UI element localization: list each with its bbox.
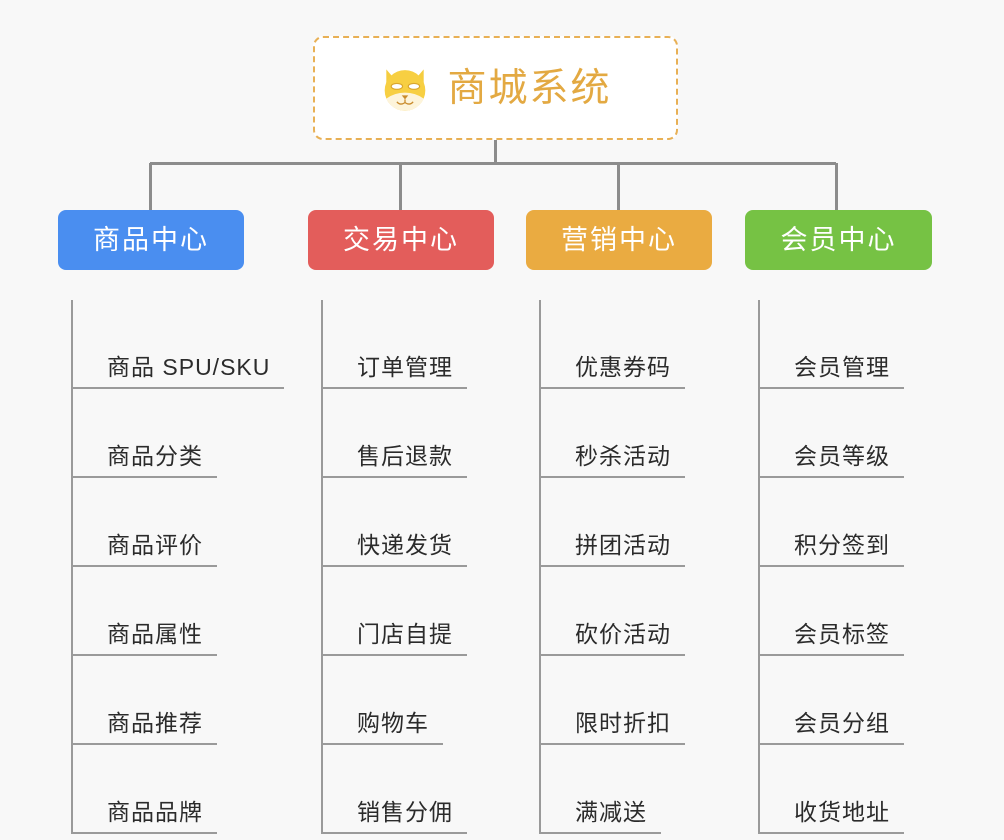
leaf-item[interactable]: 销售分佣 [323,745,530,834]
category-box-商品中心[interactable]: 商品中心 [58,210,244,270]
category-column-会员中心: 会员中心 会员管理 会员等级 积分签到 会员标签 会员分组 收货地址 [745,210,957,834]
leaf-item[interactable]: 收货地址 [760,745,957,834]
leaf-label: 秒杀活动 [541,445,685,478]
leaf-item[interactable]: 商品分类 [73,389,290,478]
category-label: 营销中心 [561,224,677,255]
category-box-交易中心[interactable]: 交易中心 [308,210,494,270]
leaf-label: 售后退款 [323,445,467,478]
leaf-label: 满减送 [541,801,661,834]
root-title: 商城系统 [447,66,612,110]
leaf-item[interactable]: 满减送 [541,745,738,834]
leaf-list-会员中心: 会员管理 会员等级 积分签到 会员标签 会员分组 收货地址 [758,300,957,834]
leaf-item[interactable]: 会员等级 [760,389,957,478]
category-label: 交易中心 [343,224,459,255]
category-label: 会员中心 [780,224,897,255]
leaf-label: 拼团活动 [541,534,685,567]
leaf-label: 商品属性 [73,623,217,656]
leaf-label: 限时折扣 [541,712,685,745]
leaf-item[interactable]: 商品属性 [73,567,290,656]
leaf-label: 商品分类 [73,445,217,478]
leaf-label: 购物车 [323,712,443,745]
leaf-item[interactable]: 门店自提 [323,567,530,656]
leaf-item[interactable]: 售后退款 [323,389,530,478]
leaf-item[interactable]: 会员分组 [760,656,957,745]
leaf-item[interactable]: 会员管理 [760,300,957,389]
leaf-label: 砍价活动 [541,623,685,656]
leaf-label: 积分签到 [760,534,904,567]
leaf-label: 快递发货 [323,534,467,567]
leaf-label: 门店自提 [323,623,467,656]
leaf-label: 商品品牌 [73,801,217,834]
leaf-list-交易中心: 订单管理 售后退款 快递发货 门店自提 购物车 销售分佣 [321,300,530,834]
leaf-item[interactable]: 砍价活动 [541,567,738,656]
leaf-item[interactable]: 购物车 [323,656,530,745]
leaf-item[interactable]: 拼团活动 [541,478,738,567]
leaf-label: 商品评价 [73,534,217,567]
leaf-item[interactable]: 订单管理 [323,300,530,389]
leaf-label: 会员分组 [760,712,904,745]
leaf-label: 订单管理 [323,356,467,389]
leaf-item[interactable]: 会员标签 [760,567,957,656]
category-box-会员中心[interactable]: 会员中心 [745,210,932,270]
category-box-营销中心[interactable]: 营销中心 [526,210,712,270]
leaf-item[interactable]: 商品 SPU/SKU [73,300,290,389]
dog-face-icon [385,69,426,111]
leaf-item[interactable]: 商品推荐 [73,656,290,745]
leaf-item[interactable]: 商品品牌 [73,745,290,834]
leaf-label: 商品 SPU/SKU [73,356,285,389]
leaf-item[interactable]: 限时折扣 [541,656,738,745]
category-column-营销中心: 营销中心 优惠券码 秒杀活动 拼团活动 砍价活动 限时折扣 满减送 [526,210,738,834]
leaf-label: 商品推荐 [73,712,217,745]
leaf-item[interactable]: 优惠券码 [541,300,738,389]
leaf-label: 会员管理 [760,356,904,389]
leaf-item[interactable]: 快递发货 [323,478,530,567]
leaf-list-商品中心: 商品 SPU/SKU 商品分类 商品评价 商品属性 商品推荐 商品品牌 [71,300,290,834]
root-node[interactable]: 商城系统 [313,36,678,140]
leaf-item[interactable]: 积分签到 [760,478,957,567]
leaf-label: 销售分佣 [323,801,467,834]
leaf-item[interactable]: 商品评价 [73,478,290,567]
category-column-商品中心: 商品中心 商品 SPU/SKU 商品分类 商品评价 商品属性 商品推荐 商品品牌 [58,210,290,834]
category-column-交易中心: 交易中心 订单管理 售后退款 快递发货 门店自提 购物车 销售分佣 [308,210,530,834]
category-label: 商品中心 [93,224,209,255]
leaf-label: 优惠券码 [541,356,685,389]
leaf-item[interactable]: 秒杀活动 [541,389,738,478]
leaf-list-营销中心: 优惠券码 秒杀活动 拼团活动 砍价活动 限时折扣 满减送 [539,300,738,834]
leaf-label: 会员等级 [760,445,904,478]
leaf-label: 收货地址 [760,801,904,834]
leaf-label: 会员标签 [760,623,904,656]
